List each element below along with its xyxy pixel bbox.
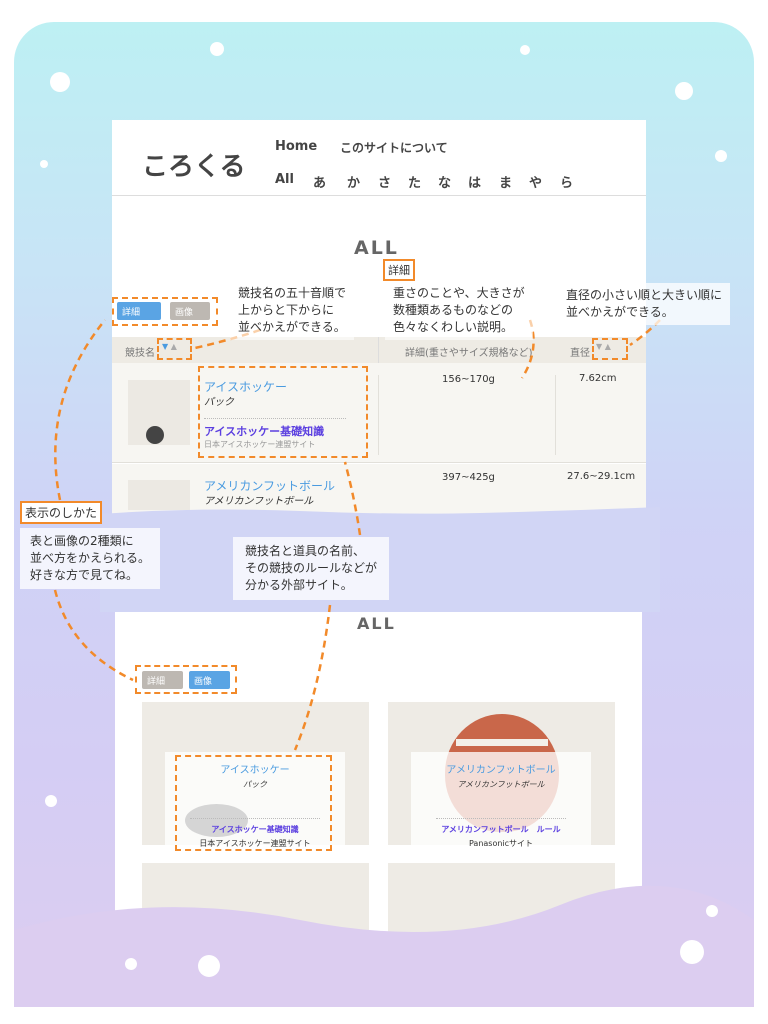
note-external: 競技名と道具の名前、 その競技のルールなどが 分かる外部サイト。 xyxy=(233,537,390,600)
header-sport[interactable]: 競技名 xyxy=(125,348,155,359)
note-display: 表と画像の2種類に 並べ方をかえられる。 好きな方で見てね。 xyxy=(20,528,161,589)
image-view-button[interactable]: 画像 xyxy=(170,302,210,320)
sport-link[interactable]: アメリカンフットボール xyxy=(204,479,336,493)
rules-link[interactable]: アイスホッケー基礎知識 xyxy=(204,425,325,438)
sort-diameter-highlight xyxy=(592,338,628,360)
nav-ma[interactable]: ま xyxy=(499,176,513,191)
detail-label: 詳細 xyxy=(383,259,415,281)
sport-link[interactable]: アメリカンフットボール xyxy=(446,765,556,776)
diameter-value: 27.6~29.1cm xyxy=(567,471,636,482)
item-name: パック xyxy=(204,397,234,408)
note-sort-name: 競技名の五十音順で 上からと下からに 並べかえができる。 xyxy=(230,281,355,340)
nav-ha[interactable]: は xyxy=(468,176,482,191)
rules-link[interactable]: アメリカンフットボール ルール xyxy=(441,825,561,834)
header-detail: 詳細(重さやサイズ規格など) xyxy=(405,348,533,359)
detail-value: 397~425g xyxy=(442,472,495,483)
rules-link[interactable]: アイスホッケー基礎知識 xyxy=(211,825,299,834)
item-name: アメリカンフットボール xyxy=(204,496,314,507)
nav-ka[interactable]: か xyxy=(347,176,361,191)
table-header: 競技名 ▼ ▲ 詳細(重さやサイズ規格など) 直径 ▼ ▲ xyxy=(112,337,646,363)
nav-sa[interactable]: さ xyxy=(378,176,392,191)
card-american-football[interactable]: アメリカンフットボール アメリカンフットボール アメリカンフットボール ルール … xyxy=(388,702,615,848)
source-label: Panasonicサイト xyxy=(468,839,534,848)
sport-link[interactable]: アイスホッケー xyxy=(220,765,290,776)
toggle-highlight xyxy=(112,297,218,326)
site-logo[interactable]: ころくる xyxy=(142,152,246,182)
links-highlight xyxy=(198,366,368,458)
diameter-value: 7.62cm xyxy=(579,373,617,384)
page-title: ALL xyxy=(357,614,396,633)
source-label: 日本アイスホッケー連盟サイト xyxy=(204,440,316,449)
puck-icon xyxy=(146,426,164,444)
sort-name-highlight xyxy=(157,338,192,360)
detail-view-button[interactable]: 詳細 xyxy=(117,302,161,320)
toggle-highlight xyxy=(135,665,237,694)
source-label: 日本アイスホッケー連盟サイト xyxy=(199,839,311,848)
nav-na[interactable]: な xyxy=(438,176,452,191)
table-row: アメリカンフットボール アメリカンフットボール 397~425g 27.6~29… xyxy=(112,464,646,515)
puck-image xyxy=(185,804,248,837)
note-detail: 重さのことや、大きさが 数種類あるものなどの 色々なくわしい説明。 xyxy=(385,281,533,340)
detail-view-button[interactable]: 詳細 xyxy=(142,671,183,689)
detail-value: 156~170g xyxy=(442,374,495,385)
table-row: アイスホッケー パック アイスホッケー基礎知識 日本アイスホッケー連盟サイト 1… xyxy=(112,363,646,463)
nav-ta[interactable]: た xyxy=(408,176,422,191)
image-view-button[interactable]: 画像 xyxy=(189,671,230,689)
card-links-highlight xyxy=(175,755,332,851)
note-sort-diameter: 直径の小さい順と大きい順に 並べかえができる。 xyxy=(558,283,731,325)
nav-ya[interactable]: や xyxy=(529,176,543,191)
nav-a[interactable]: あ xyxy=(313,176,327,191)
item-name: アメリカンフットボール xyxy=(457,780,545,789)
header-diameter[interactable]: 直径 xyxy=(570,348,590,359)
sport-link[interactable]: アイスホッケー xyxy=(204,380,288,394)
item-image[interactable] xyxy=(128,480,190,510)
nav-all[interactable]: All xyxy=(275,172,294,187)
sort-arrows-name[interactable]: ▼ ▲ xyxy=(162,342,177,351)
table-view-screenshot: ころくる Home このサイトについて All あ か さ た な は ま や … xyxy=(112,120,646,515)
nav-about[interactable]: このサイトについて xyxy=(340,141,448,155)
display-label: 表示のしかた xyxy=(20,501,103,524)
nav-ra[interactable]: ら xyxy=(560,176,574,191)
sort-arrows-diameter[interactable]: ▼ ▲ xyxy=(596,342,611,351)
nav-home[interactable]: Home xyxy=(275,139,318,154)
item-name: パック xyxy=(243,780,267,789)
page-title: ALL xyxy=(354,237,399,259)
